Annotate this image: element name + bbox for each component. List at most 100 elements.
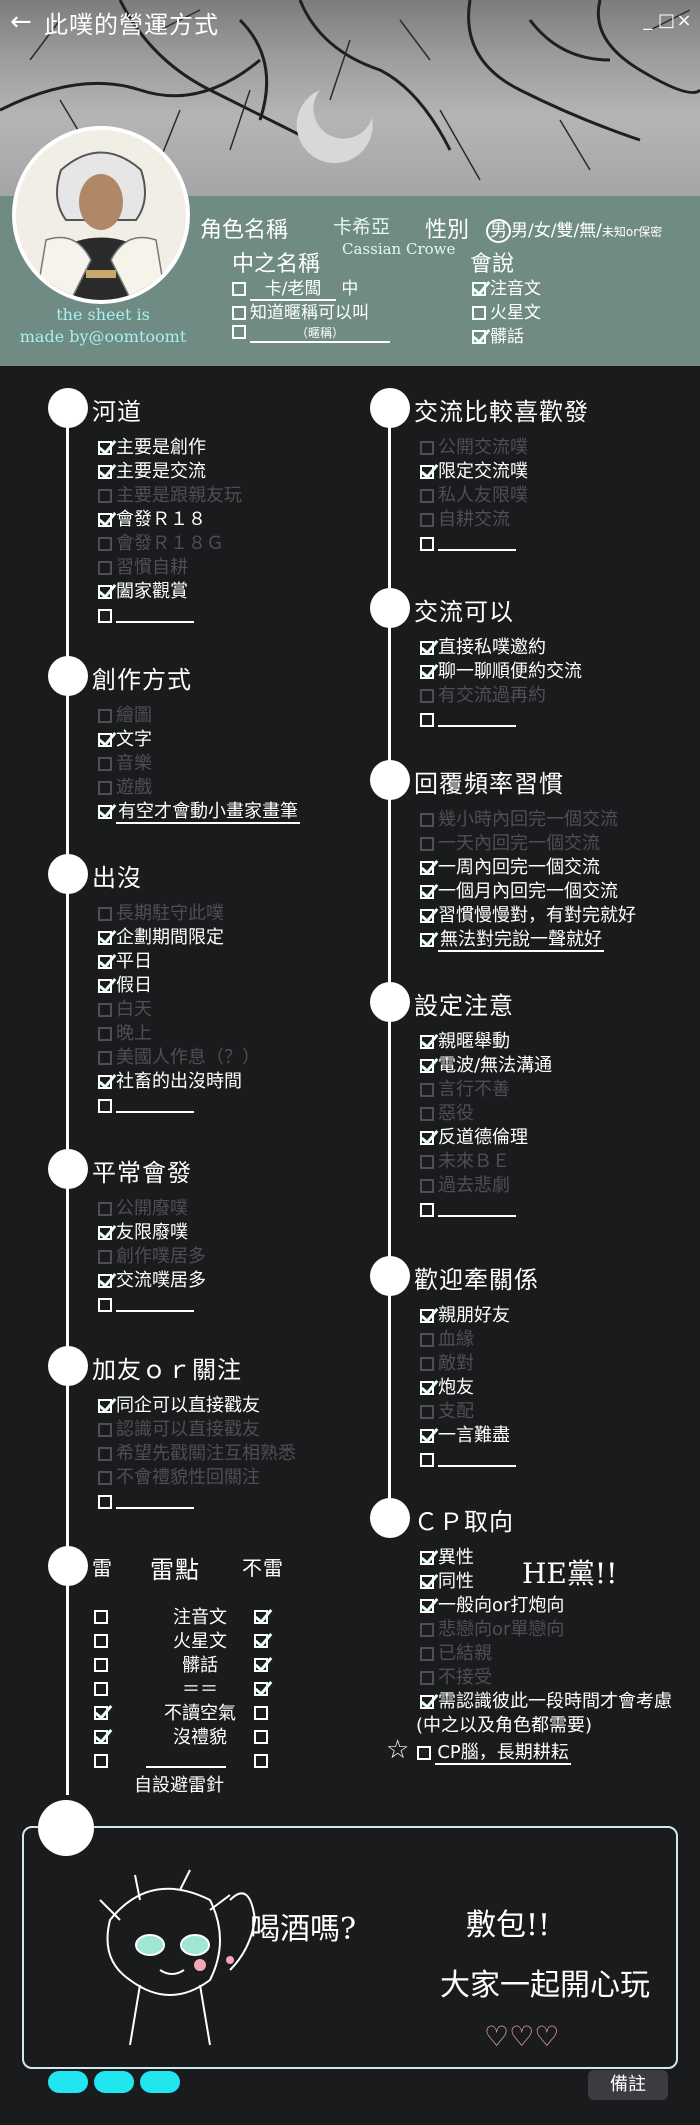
checkbox[interactable] (98, 585, 112, 599)
blank-line[interactable] (116, 1099, 194, 1113)
checkbox[interactable] (420, 1599, 434, 1613)
checkbox[interactable] (472, 306, 486, 320)
checkbox[interactable] (94, 1682, 108, 1696)
checkbox[interactable] (420, 1671, 434, 1685)
checkbox[interactable] (420, 1107, 434, 1121)
checkbox[interactable] (94, 1634, 108, 1648)
maximize-icon[interactable]: □ (658, 10, 676, 31)
checkbox[interactable] (420, 1333, 434, 1347)
checkbox[interactable] (98, 1027, 112, 1041)
checkbox[interactable] (254, 1706, 268, 1720)
checkbox[interactable] (420, 813, 434, 827)
checkbox[interactable] (420, 1695, 434, 1709)
checkbox[interactable] (98, 561, 112, 575)
checkbox[interactable] (420, 641, 434, 655)
checkbox[interactable] (472, 282, 486, 296)
checkbox[interactable] (254, 1682, 268, 1696)
checkbox[interactable] (98, 1250, 112, 1264)
arrow-left-icon[interactable]: ← (10, 7, 32, 37)
checkbox[interactable] (98, 733, 112, 747)
checkbox[interactable] (232, 282, 246, 296)
checkbox[interactable] (94, 1610, 108, 1624)
checkbox[interactable] (98, 709, 112, 723)
checkbox[interactable] (420, 465, 434, 479)
remark-button[interactable]: 備註 (588, 2070, 668, 2100)
checkbox[interactable] (94, 1730, 108, 1744)
checkbox[interactable] (420, 1551, 434, 1565)
checkbox[interactable] (98, 1003, 112, 1017)
checkbox[interactable] (420, 1429, 434, 1443)
checkbox[interactable] (420, 1647, 434, 1661)
close-icon[interactable]: × (676, 10, 692, 31)
blank-line[interactable] (438, 1203, 516, 1217)
checkbox[interactable] (98, 955, 112, 969)
checkbox[interactable] (98, 805, 112, 819)
checkbox[interactable] (98, 1471, 112, 1485)
checkbox[interactable] (254, 1610, 268, 1624)
checkbox[interactable] (254, 1634, 268, 1648)
checkbox[interactable] (420, 1203, 434, 1217)
checkbox[interactable] (420, 1623, 434, 1637)
checkbox[interactable] (94, 1706, 108, 1720)
checkbox[interactable] (420, 1405, 434, 1419)
checkbox[interactable] (98, 979, 112, 993)
checkbox[interactable] (94, 1754, 108, 1768)
checkbox[interactable] (98, 1226, 112, 1240)
checkbox[interactable] (420, 1083, 434, 1097)
blank-line[interactable] (116, 1495, 194, 1509)
checkbox[interactable] (420, 1179, 434, 1193)
checkbox[interactable] (98, 537, 112, 551)
minimize-icon[interactable]: _ (643, 10, 653, 31)
blank-line[interactable] (116, 609, 194, 623)
checkbox[interactable] (420, 933, 434, 947)
checkbox[interactable] (420, 1381, 434, 1395)
checkbox[interactable] (420, 713, 434, 727)
checkbox[interactable] (98, 1274, 112, 1288)
checkbox[interactable] (94, 1658, 108, 1672)
checkbox[interactable] (98, 1202, 112, 1216)
checkbox[interactable] (98, 1051, 112, 1065)
checkbox[interactable] (232, 325, 246, 339)
checkbox[interactable] (98, 465, 112, 479)
blank-line[interactable] (116, 1298, 194, 1312)
checkbox[interactable] (98, 513, 112, 527)
checkbox[interactable] (420, 861, 434, 875)
checkbox[interactable] (98, 1075, 112, 1089)
checkbox[interactable] (420, 1131, 434, 1145)
checkbox[interactable] (98, 489, 112, 503)
checkbox[interactable] (98, 757, 112, 771)
checkbox[interactable] (417, 1746, 432, 1760)
checkbox[interactable] (420, 1035, 434, 1049)
checkbox[interactable] (420, 1059, 434, 1073)
gender-selected[interactable]: 男 (486, 219, 511, 243)
checkbox[interactable] (420, 837, 434, 851)
checkbox[interactable] (98, 781, 112, 795)
checkbox[interactable] (420, 689, 434, 703)
checkbox[interactable] (254, 1754, 268, 1768)
checkbox[interactable] (420, 885, 434, 899)
blank-line[interactable] (438, 713, 516, 727)
checkbox[interactable] (98, 907, 112, 921)
footer-pill-2[interactable] (94, 2071, 134, 2093)
checkbox[interactable] (420, 665, 434, 679)
checkbox[interactable] (254, 1658, 268, 1672)
checkbox[interactable] (420, 1309, 434, 1323)
checkbox[interactable] (98, 1423, 112, 1437)
checkbox[interactable] (420, 441, 434, 455)
checkbox[interactable] (98, 609, 112, 623)
checkbox[interactable] (98, 441, 112, 455)
checkbox[interactable] (420, 1575, 434, 1589)
checkbox[interactable] (254, 1730, 268, 1744)
checkbox[interactable] (98, 1399, 112, 1413)
checkbox[interactable] (420, 513, 434, 527)
checkbox[interactable] (420, 537, 434, 551)
checkbox[interactable] (420, 1357, 434, 1371)
checkbox[interactable] (420, 909, 434, 923)
checkbox[interactable] (98, 931, 112, 945)
checkbox[interactable] (232, 306, 246, 320)
checkbox[interactable] (98, 1447, 112, 1461)
blank-line[interactable] (146, 1766, 226, 1768)
checkbox[interactable] (98, 1298, 112, 1312)
blank-line[interactable] (438, 1453, 516, 1467)
checkbox[interactable] (98, 1495, 112, 1509)
